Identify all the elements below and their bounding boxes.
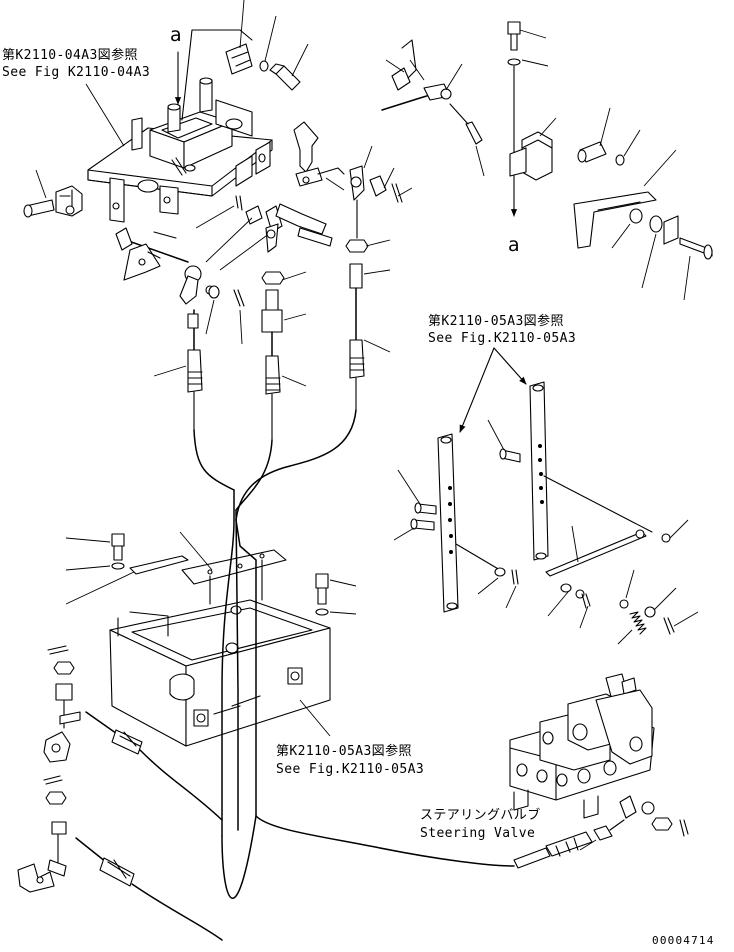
vertical-bars-assembly: [394, 348, 698, 644]
top-clamp-parts: [226, 0, 308, 90]
ref-label-right-en: See Fig.K2110-05A3: [428, 331, 577, 346]
rod-linkage: [116, 228, 201, 304]
control-cable-left: [154, 310, 234, 490]
ref-label-top-left-en: See Fig K2110-04A3: [2, 65, 151, 80]
ref-label-bottom-en: See Fig.K2110-05A3: [276, 762, 425, 777]
lever-arm: [294, 122, 344, 190]
lower-left-cable-ends: [18, 646, 256, 940]
small-pins-top: [196, 196, 332, 344]
control-cable-middle: [236, 224, 306, 510]
left-bolt-bracket: [24, 170, 82, 217]
control-bracket-assembly: [88, 78, 272, 222]
ref-label-bottom-jp: 第K2110-05A3図参照: [276, 744, 412, 759]
steering-valve-label-jp: ステアリングバルブ: [420, 808, 541, 823]
ref-label-top-left-jp: 第K2110-04A3図参照: [2, 48, 138, 63]
ref-leader-top-left: [86, 84, 124, 146]
marker-a-right-label: a: [508, 234, 521, 256]
marker-a-top: [174, 30, 252, 120]
steering-valve: [256, 674, 688, 868]
control-box-assembly: [66, 490, 356, 836]
marker-a-top-label: a: [170, 24, 183, 46]
upper-right-linkage: [382, 22, 712, 300]
control-cable-right: [236, 146, 412, 520]
drawing-number: 00004714: [652, 934, 715, 947]
ref-label-right-jp: 第K2110-05A3図参照: [428, 314, 564, 329]
steering-valve-label-en: Steering Valve: [420, 826, 536, 841]
